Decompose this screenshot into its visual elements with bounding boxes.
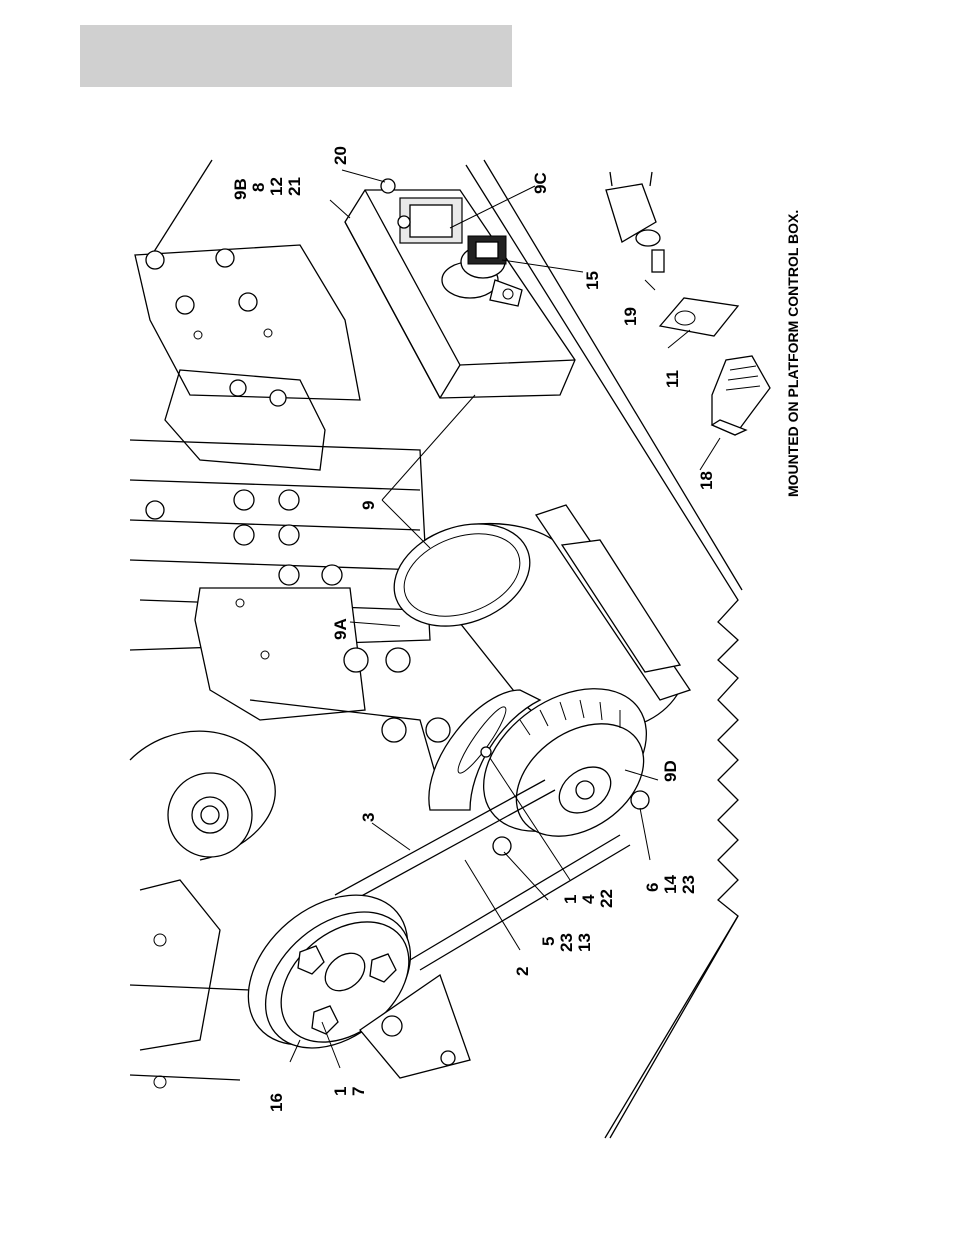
callout-4: 4 <box>579 894 598 904</box>
callout-16: 16 <box>267 1093 286 1112</box>
callout-9d: 9D <box>661 760 680 782</box>
mounting-note: MOUNTED ON PLATFORM CONTROL BOX. <box>785 210 801 497</box>
callout-9b: 9B <box>231 178 250 200</box>
callout-21: 21 <box>285 177 304 196</box>
callout-9: 9 <box>359 501 378 510</box>
callout-23-a: 23 <box>679 875 698 894</box>
switch-decal <box>660 298 738 336</box>
callout-11: 11 <box>663 370 682 388</box>
toggle-switch <box>606 172 664 272</box>
callout-20: 20 <box>331 146 350 165</box>
callout-2: 2 <box>513 967 532 976</box>
callout-7: 7 <box>349 1087 368 1096</box>
callout-12: 12 <box>267 177 286 196</box>
callout-8: 8 <box>249 183 268 192</box>
callout-13: 13 <box>575 933 594 952</box>
callout-1-b: 1 <box>331 1087 350 1096</box>
switch-guard <box>712 356 770 435</box>
callout-18: 18 <box>697 471 716 490</box>
callout-9a: 9A <box>331 618 350 640</box>
callout-19: 19 <box>621 307 640 326</box>
callout-5: 5 <box>539 937 558 946</box>
callout-14: 14 <box>661 875 680 894</box>
callout-3: 3 <box>359 813 378 822</box>
callout-15: 15 <box>583 271 602 290</box>
callout-9c: 9C <box>531 172 550 194</box>
callout-23-b: 23 <box>557 933 576 952</box>
callout-1-a: 1 <box>561 895 580 904</box>
callout-6: 6 <box>643 883 662 892</box>
callout-22: 22 <box>597 889 616 908</box>
